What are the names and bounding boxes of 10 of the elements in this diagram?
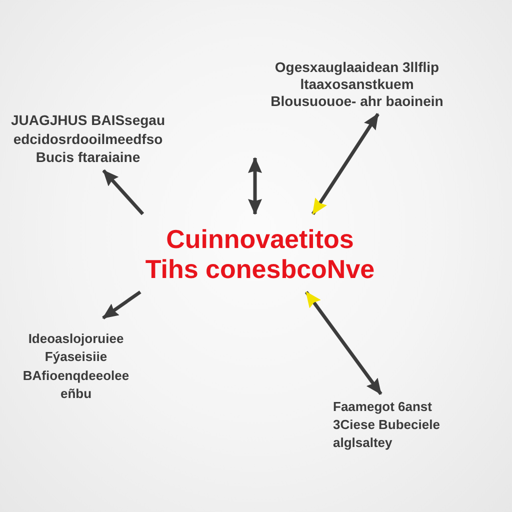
callout-text: JUAGJHUS BAISsegau edcidosrdooilmeedfso Bucis ftaraiaine <box>10 111 166 166</box>
double-arrow <box>304 290 382 396</box>
arrow <box>102 169 144 216</box>
double-arrow <box>311 113 380 215</box>
central-text: Cuinnovaetitos Tihs conesbcoNve <box>144 224 376 284</box>
callout-text: Ideoaslojoruiee Fýaseisiie BAfioenqdeeolee eñbu <box>22 330 130 403</box>
double-arrow <box>248 157 262 215</box>
arrow <box>102 290 142 320</box>
callout-text: Faamegot 6anst 3Ciese Bubeciele alglsaltey <box>333 398 441 452</box>
callout-text: Ogesxauglaaidean 3llflip ltaaxosanstkuem Blousuouoe- ahr baoinein <box>270 59 444 110</box>
